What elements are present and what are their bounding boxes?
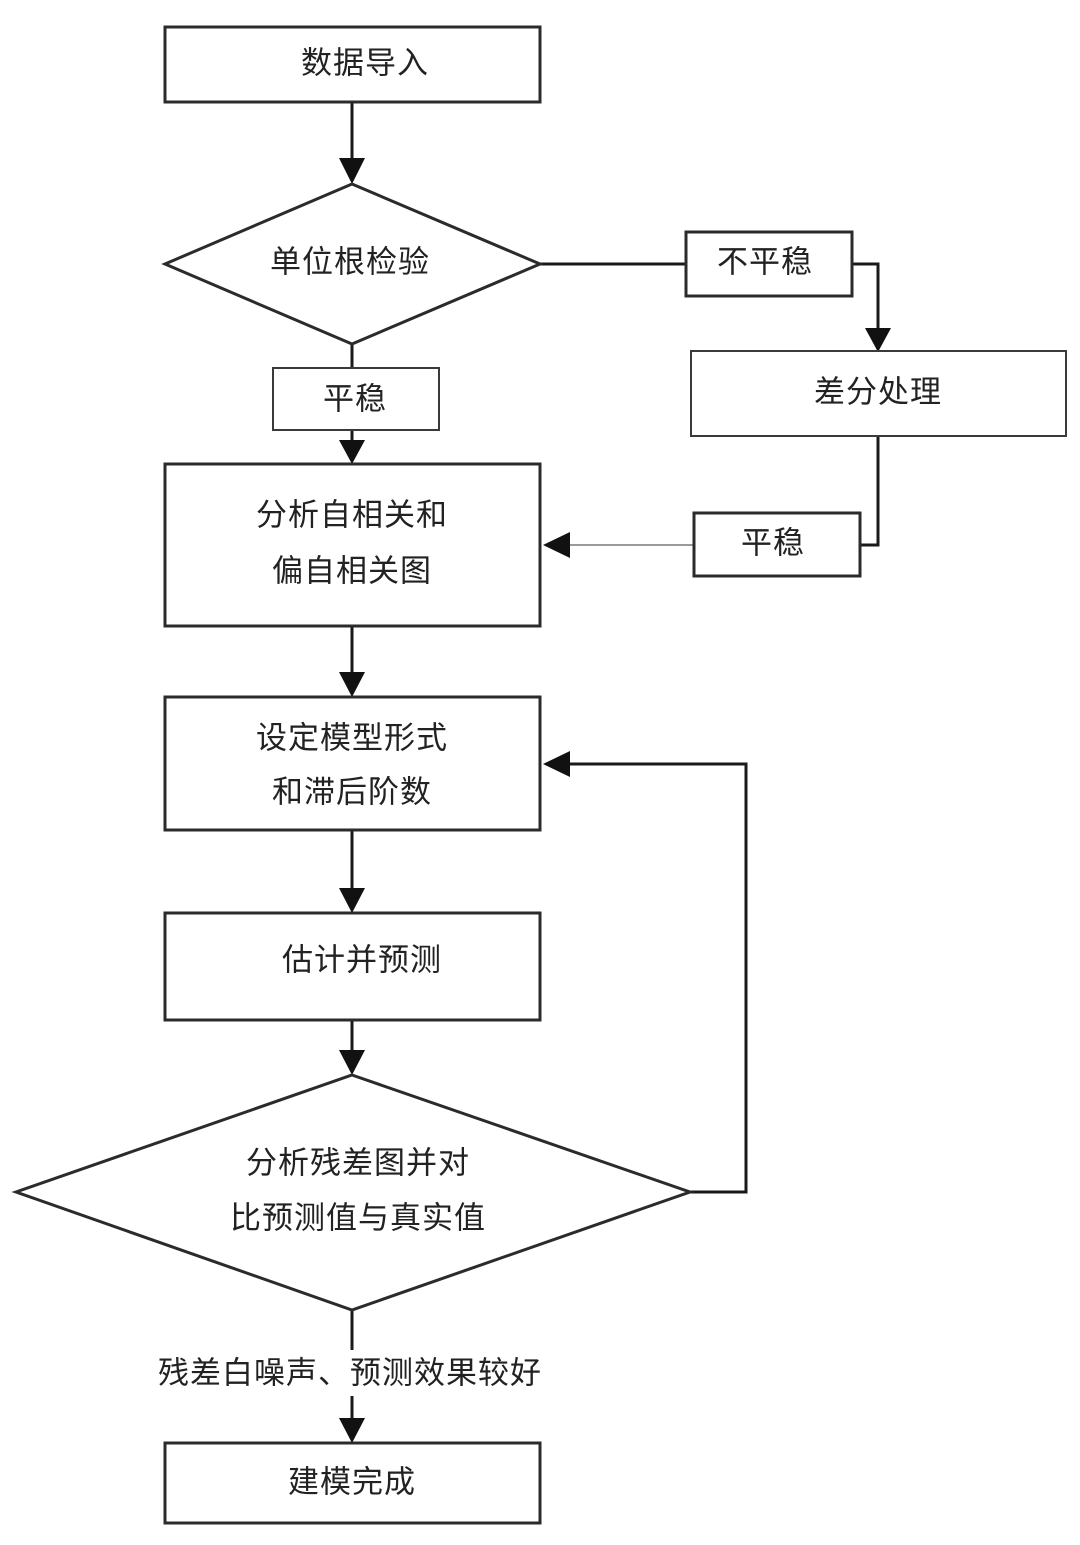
node-acf-pacf: 分析自相关和 偏自相关图	[163, 462, 542, 628]
node-done: 建模完成	[163, 1441, 542, 1525]
node-acf-pacf-line1: 分析自相关和	[256, 498, 448, 534]
label-nonstationary-text: 不平稳	[717, 245, 813, 281]
arrowhead-estimate	[339, 888, 365, 913]
arrowhead-acf-side	[543, 532, 570, 558]
node-model-setup-line1: 设定模型形式	[256, 721, 448, 757]
decision-unit-root-test-label: 单位根检验	[270, 245, 430, 281]
label-stationary-after-diff-text: 平稳	[741, 526, 805, 562]
arrowhead-test	[339, 158, 365, 184]
node-model-setup: 设定模型形式 和滞后阶数	[163, 695, 542, 832]
label-stationary-text: 平稳	[323, 382, 387, 418]
node-differencing: 差分处理	[690, 350, 1067, 437]
label-stationary-after-diff: 平稳	[692, 511, 862, 578]
node-acf-pacf-line2: 偏自相关图	[272, 554, 432, 590]
node-estimate: 估计并预测	[163, 911, 542, 1022]
decision-unit-root-test: 单位根检验	[161, 182, 544, 346]
label-nonstationary: 不平稳	[684, 230, 854, 298]
connector-diff-to-stationary	[860, 436, 880, 547]
connector-residual-loop	[568, 762, 748, 1194]
arrowhead-model	[339, 672, 365, 697]
node-done-label: 建模完成	[288, 1465, 416, 1501]
decision-residual-analysis-line2: 比预测值与真实值	[230, 1201, 486, 1237]
label-result-note-text: 残差白噪声、预测效果较好	[158, 1356, 542, 1392]
node-estimate-label: 估计并预测	[282, 943, 442, 979]
arrowhead-loop	[543, 751, 570, 777]
arrowhead-done	[339, 1418, 365, 1443]
arrowhead-residual	[339, 1050, 365, 1075]
arrowhead-acf	[339, 440, 365, 464]
node-data-import: 数据导入	[163, 25, 542, 104]
node-differencing-label: 差分处理	[814, 375, 942, 411]
node-model-setup-line2: 和滞后阶数	[272, 775, 432, 811]
arrowhead-diff	[865, 328, 891, 352]
label-stationary: 平稳	[272, 367, 440, 431]
decision-residual-analysis-line1: 分析残差图并对	[246, 1146, 470, 1182]
decision-residual-analysis: 分析残差图并对 比预测值与真实值	[11, 1073, 695, 1312]
connector-nonstationary-to-diff	[852, 262, 880, 330]
node-data-import-label: 数据导入	[301, 46, 429, 82]
label-result-note: 残差白噪声、预测效果较好	[145, 1352, 555, 1396]
